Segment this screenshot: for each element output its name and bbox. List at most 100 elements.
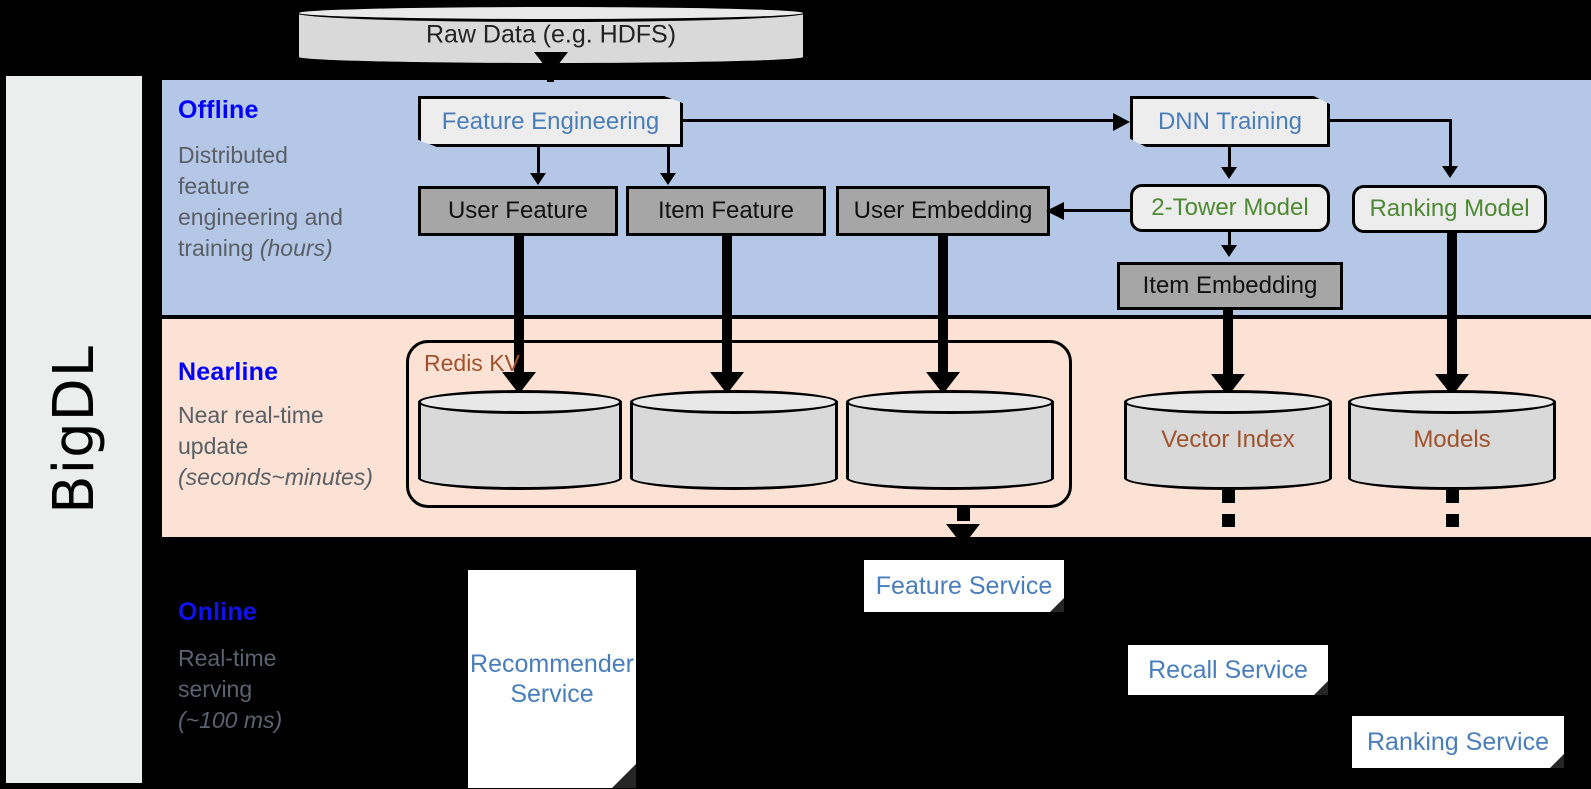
recall-service-node[interactable]: Recall Service — [1128, 645, 1328, 695]
bigdl-sidebar: BigDL — [6, 76, 142, 783]
dash-models-1 — [1446, 490, 1459, 503]
dash-redis-featureservice-1 — [957, 508, 970, 521]
two-tower-model-node[interactable]: 2-Tower Model — [1130, 184, 1330, 232]
cylinder-body — [418, 401, 622, 479]
online-desc-l2: serving — [178, 676, 253, 702]
redis-kv-label: Redis KV — [424, 350, 520, 376]
page-fold-icon — [1050, 598, 1064, 612]
models-cylinder[interactable]: Models — [1348, 390, 1556, 490]
user-feature-label: User Feature — [447, 197, 589, 224]
dnn-training-node[interactable]: DNN Training — [1130, 96, 1330, 147]
cylinder-top — [846, 390, 1054, 414]
page-fold-icon — [612, 764, 636, 788]
bigdl-label-text: BigDL — [41, 345, 107, 514]
online-desc-italic: (~100 ms) — [178, 707, 283, 733]
feature-engineering-label: Feature Engineering — [441, 107, 660, 135]
dnn-training-fill: DNN Training — [1130, 96, 1330, 147]
dash-vectorindex-1 — [1222, 490, 1235, 503]
page-fold-icon — [1314, 681, 1328, 695]
cylinder-top — [296, 4, 806, 22]
offline-desc-l3: engineering and — [178, 204, 343, 230]
online-desc-l1: Real-time — [178, 645, 277, 671]
connector-fe-userfeature-arrow — [530, 173, 546, 185]
item-embedding-node[interactable]: Item Embedding — [1117, 262, 1343, 310]
raw-data-label: Raw Data (e.g. HDFS) — [425, 20, 677, 49]
vector-index-cylinder[interactable]: Vector Index — [1124, 390, 1332, 490]
nearline-desc-l1: Near real-time — [178, 402, 324, 428]
pipe-rankingmodel-models — [1447, 233, 1457, 388]
online-title: Online — [178, 598, 257, 626]
offline-desc-l1: Distributed — [178, 142, 288, 168]
nearline-title: Nearline — [178, 358, 279, 386]
cylinder-top — [630, 390, 838, 414]
two-tower-model-label: 2-Tower Model — [1151, 194, 1309, 221]
pipe-itemfeature-store — [722, 236, 732, 386]
connector-dnn-ranking-h — [1330, 119, 1452, 122]
cylinder-body — [846, 401, 1054, 479]
recommender-service-label-l2: Service — [510, 680, 594, 708]
ranking-model-label: Ranking Model — [1369, 195, 1530, 222]
ranking-service-label: Ranking Service — [1366, 728, 1550, 756]
recall-service-label: Recall Service — [1148, 656, 1308, 684]
cylinder-body — [1348, 401, 1556, 479]
pipe-userfeature-arrow — [502, 372, 536, 394]
vector-index-label: Vector Index — [1161, 426, 1295, 453]
store-cylinder-item-feature[interactable] — [630, 390, 838, 490]
nearline-desc-l2: update — [178, 433, 249, 459]
dnn-training-label: DNN Training — [1157, 107, 1303, 135]
nearline-description: Near real-time update (seconds~minutes) — [178, 400, 413, 493]
feature-engineering-fill: Feature Engineering — [418, 96, 683, 147]
pipe-itemfeature-arrow — [710, 372, 744, 394]
connector-twotower-itemembedding-arrow — [1221, 245, 1237, 257]
connector-twotower-userembedding-line — [1063, 209, 1130, 212]
nearline-desc-italic: (seconds~minutes) — [178, 464, 373, 490]
redis-kv-group — [406, 340, 1072, 508]
user-embedding-node[interactable]: User Embedding — [836, 186, 1050, 236]
dash-vectorindex-2 — [1222, 514, 1235, 527]
raw-data-cylinder: Raw Data (e.g. HDFS) — [296, 4, 806, 66]
connector-fe-itemfeature-line — [667, 147, 670, 178]
ranking-model-node[interactable]: Ranking Model — [1352, 185, 1547, 233]
connector-fe-dnn-arrow — [1113, 113, 1130, 131]
connector-rawdata-fe-line — [547, 66, 554, 82]
store-cylinder-user-embedding[interactable] — [846, 390, 1054, 490]
cylinder-top — [418, 390, 622, 414]
connector-fe-dnn-line — [683, 119, 1113, 122]
connector-dnn-twotower-line — [1228, 147, 1231, 169]
connector-fe-userfeature-line — [537, 147, 540, 178]
bigdl-sidebar-label: BigDL — [6, 76, 142, 783]
dash-redis-featureservice-arrow — [946, 524, 980, 546]
cylinder-body — [630, 401, 838, 479]
connector-twotower-userembedding-arrow — [1046, 202, 1064, 220]
dash-models-2 — [1446, 514, 1459, 527]
connector-dnn-twotower-arrow — [1221, 167, 1237, 179]
user-embedding-label: User Embedding — [853, 197, 1033, 224]
feature-service-node[interactable]: Feature Service — [864, 560, 1064, 612]
item-feature-label: Item Feature — [657, 197, 795, 224]
recommender-service-node[interactable]: Recommender Service — [468, 570, 636, 788]
offline-desc-italic: (hours) — [259, 235, 333, 261]
offline-desc-l2: feature — [178, 173, 250, 199]
pipe-userembedding-arrow — [926, 372, 960, 394]
connector-fe-itemfeature-arrow — [660, 173, 676, 185]
store-cylinder-user-feature[interactable] — [418, 390, 622, 490]
feature-engineering-node[interactable]: Feature Engineering — [418, 96, 683, 147]
offline-title: Offline — [178, 96, 259, 124]
online-description: Real-time serving (~100 ms) — [178, 643, 393, 736]
offline-description: Distributed feature engineering and trai… — [178, 140, 393, 264]
connector-twotower-itemembedding-line — [1228, 232, 1231, 247]
offline-desc-l4: training — [178, 235, 260, 261]
pipe-itemembedding-vectorindex — [1223, 310, 1233, 388]
models-label: Models — [1413, 426, 1491, 453]
cylinder-top — [1348, 390, 1556, 414]
connector-rawdata-fe-arrow — [534, 52, 568, 74]
pipe-userfeature-store — [514, 236, 524, 386]
item-feature-node[interactable]: Item Feature — [626, 186, 826, 236]
recommender-service-label-l1: Recommender — [470, 650, 634, 678]
connector-dnn-ranking-v — [1449, 119, 1452, 167]
user-feature-node[interactable]: User Feature — [418, 186, 618, 236]
ranking-service-node[interactable]: Ranking Service — [1352, 716, 1564, 768]
cylinder-top — [1124, 390, 1332, 414]
page-fold-icon — [1550, 754, 1564, 768]
